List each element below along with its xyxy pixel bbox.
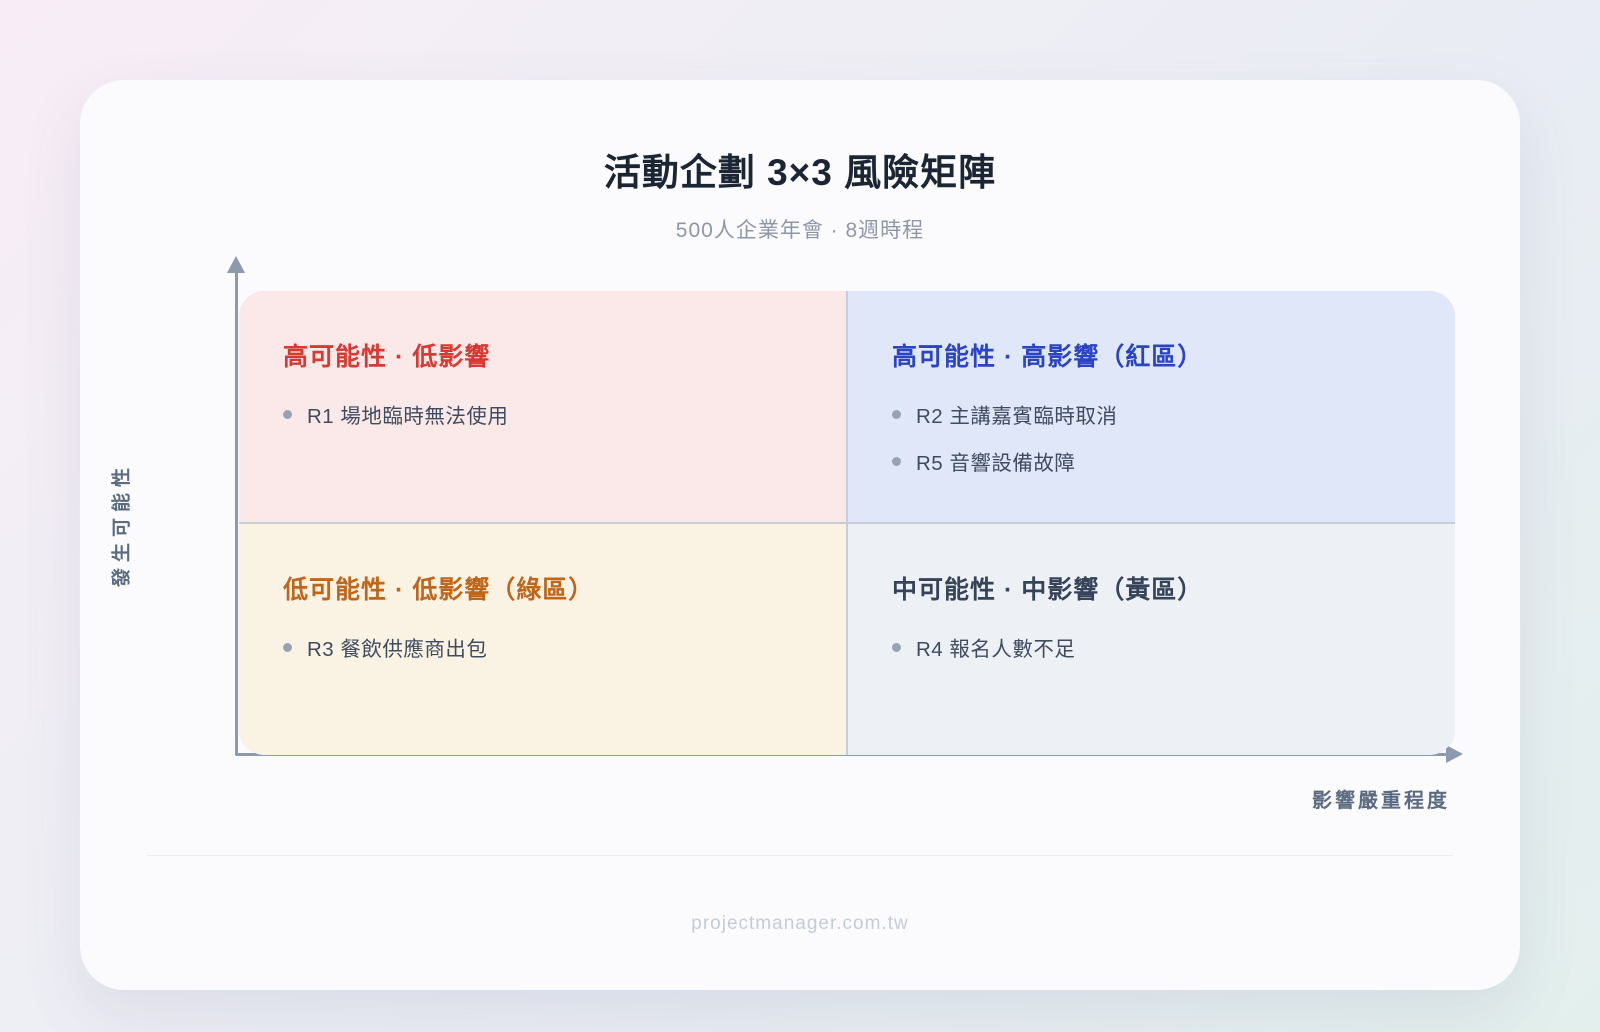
x-axis-label: 影響嚴重程度 — [1312, 790, 1450, 812]
x-axis-arrow-icon — [1446, 745, 1463, 763]
quadrant-low-likelihood-low-impact: 低可能性 · 低影響（綠區） R3 餐飲供應商出包 — [239, 524, 846, 755]
quadrant-item-list: R4 報名人數不足 — [892, 632, 1415, 662]
y-axis-line — [235, 270, 238, 755]
risk-item-label: R4 報名人數不足 — [916, 638, 1076, 661]
quadrant-title: 低可能性 · 低影響（綠區） — [283, 576, 595, 604]
y-axis-label: 發生可能性 — [111, 462, 133, 588]
footer-watermark: projectmanager.com.tw — [691, 913, 909, 934]
quadrant-title: 高可能性 · 低影響 — [283, 343, 491, 371]
quadrant-item-list: R2 主講嘉賓臨時取消 R5 音響設備故障 — [892, 399, 1415, 476]
risk-item: R3 餐飲供應商出包 — [283, 632, 806, 662]
y-axis-arrow-icon — [227, 256, 245, 273]
quadrant-title: 高可能性 · 高影響（紅區） — [892, 343, 1204, 371]
quadrant-high-likelihood-low-impact: 高可能性 · 低影響 R1 場地臨時無法使用 — [239, 291, 846, 522]
bullet-dot-icon — [892, 409, 901, 419]
bullet-dot-icon — [283, 409, 292, 419]
quadrant-item-list: R3 餐飲供應商出包 — [283, 632, 806, 662]
risk-item-label: R5 音響設備故障 — [916, 452, 1076, 475]
footer-divider — [147, 855, 1453, 856]
risk-matrix-grid: 高可能性 · 低影響 R1 場地臨時無法使用 高可能性 · 高影響（紅區） R2… — [239, 291, 1455, 755]
quadrant-mid-likelihood-mid-impact: 中可能性 · 中影響（黃區） R4 報名人數不足 — [848, 524, 1455, 755]
risk-matrix-card: 活動企劃 3×3 風險矩陣 500人企業年會 · 8週時程 發生可能性 影響嚴重… — [80, 80, 1520, 990]
bullet-dot-icon — [283, 642, 292, 652]
quadrant-title: 中可能性 · 中影響（黃區） — [892, 576, 1204, 604]
quadrant-high-likelihood-high-impact: 高可能性 · 高影響（紅區） R2 主講嘉賓臨時取消 R5 音響設備故障 — [848, 291, 1455, 522]
risk-item-label: R3 餐飲供應商出包 — [307, 638, 488, 661]
risk-item-label: R2 主講嘉賓臨時取消 — [916, 405, 1118, 428]
quadrant-item-list: R1 場地臨時無法使用 — [283, 399, 806, 429]
risk-item: R1 場地臨時無法使用 — [283, 399, 806, 429]
risk-item: R2 主講嘉賓臨時取消 — [892, 399, 1415, 429]
bullet-dot-icon — [892, 642, 901, 652]
risk-item-label: R1 場地臨時無法使用 — [307, 405, 509, 428]
page-title: 活動企劃 3×3 風險矩陣 — [603, 152, 997, 193]
risk-item: R4 報名人數不足 — [892, 632, 1415, 662]
page-subtitle: 500人企業年會 · 8週時程 — [675, 219, 925, 242]
risk-item: R5 音響設備故障 — [892, 446, 1415, 476]
bullet-dot-icon — [892, 456, 901, 466]
